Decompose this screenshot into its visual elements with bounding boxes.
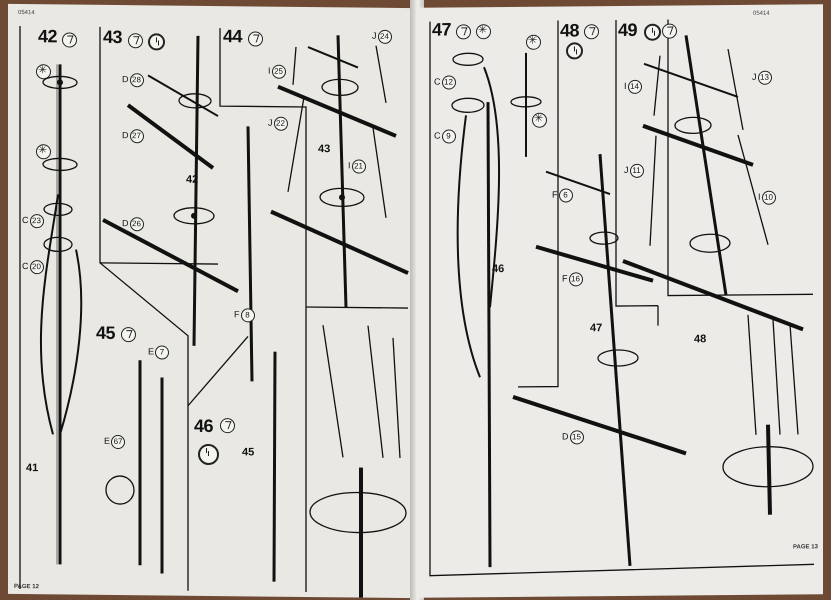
step-48-number: 48 xyxy=(560,20,580,41)
step-42-number: 42 xyxy=(38,26,58,47)
left-page: 05414 xyxy=(8,3,414,599)
part-number: 41 xyxy=(26,462,39,475)
page-number: PAGE 12 xyxy=(14,583,39,591)
step-43-number: 43 xyxy=(103,26,123,48)
part-number: 47 xyxy=(590,322,603,335)
part-number: 48 xyxy=(694,333,707,346)
page-number: PAGE 13 xyxy=(793,544,818,551)
step-45-number: 45 xyxy=(96,322,116,343)
right-page: 05414 xyxy=(418,4,823,598)
part-number: 43 xyxy=(318,143,331,156)
part-number: 42 xyxy=(186,173,199,186)
glue-icon xyxy=(220,418,235,434)
glue-icon xyxy=(128,33,143,49)
glue-icon xyxy=(62,32,77,48)
clock-icon xyxy=(198,443,219,466)
step-44-number: 44 xyxy=(223,26,243,47)
paint-icon xyxy=(36,144,51,160)
glue-icon xyxy=(584,24,599,40)
part-number: 46 xyxy=(492,263,505,276)
glue-icon xyxy=(662,23,677,39)
step-47-number: 47 xyxy=(432,19,452,40)
glue-icon xyxy=(456,24,471,40)
clock-icon xyxy=(148,33,165,51)
right-drawing-lines xyxy=(429,19,815,577)
paint-icon xyxy=(36,64,51,80)
paint-icon xyxy=(476,24,491,40)
clock-icon xyxy=(566,42,583,60)
paint-icon xyxy=(526,34,541,50)
left-drawing-lines xyxy=(19,25,409,598)
glue-icon xyxy=(248,31,263,47)
clock-icon xyxy=(644,23,661,41)
part-number: 45 xyxy=(242,446,255,459)
paint-icon xyxy=(532,112,547,128)
step-49-number: 49 xyxy=(618,19,638,41)
step-46-number: 46 xyxy=(194,415,214,437)
glue-icon xyxy=(121,327,136,343)
